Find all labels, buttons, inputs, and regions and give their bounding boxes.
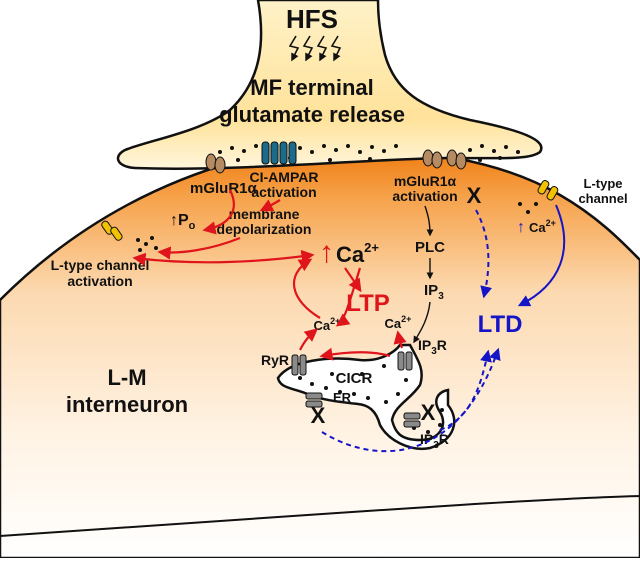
ltype-channel-left-icon	[101, 220, 123, 241]
arrow-ip3r-to-ltd	[439, 349, 492, 431]
ltype-right-label: L-type	[584, 176, 623, 191]
arrow-ip3r-to-er-ca	[393, 330, 407, 349]
arrow-ltype-to-ltd	[517, 204, 566, 307]
svg-text:IP3R: IP3R	[418, 337, 447, 357]
ci-ampar-receptor-icon	[261, 141, 297, 165]
ltp-pathway-arrows	[132, 189, 407, 361]
er-ca-right-sup: 2+	[401, 314, 411, 324]
cell-name-line2-label: interneuron	[66, 392, 188, 417]
ip3r-top-sub: 3	[431, 346, 437, 357]
membrane-label: membrane	[229, 206, 300, 222]
mglur-receptor-left-icon	[205, 153, 226, 174]
interneuron-cell-body	[0, 146, 640, 560]
ltd-label: LTD	[478, 311, 523, 338]
ca-right-label: Ca	[529, 220, 546, 235]
ca-right-up-arrow: ↑	[517, 219, 525, 236]
po-label: P	[178, 212, 189, 229]
ci-ampar-activation-label: activation	[251, 184, 316, 200]
arrow-mglur-to-po	[202, 189, 235, 235]
cicr-label: CICR	[336, 370, 373, 387]
svg-text:↑Ca2+: ↑ Ca2+	[517, 218, 556, 236]
calcium-dots-left	[136, 236, 158, 252]
er-ca-right-label: Ca	[385, 316, 402, 331]
ip3r-block-x-icon: X	[421, 400, 436, 425]
arrow-ryr-to-er-ca	[299, 328, 319, 351]
ip3r-bottom-r: R	[439, 431, 449, 447]
hfs-label: HFS	[286, 4, 338, 34]
svg-text:↑Po: ↑Po	[170, 212, 196, 232]
lower-membrane	[0, 495, 640, 537]
ca-center-label: Ca	[336, 242, 365, 267]
hfs-lightning-icon	[288, 35, 342, 62]
ltype-left-label: L-type channel	[51, 257, 150, 273]
arrow-ltype-ca-bidirectional	[132, 249, 315, 266]
arrow-cicr	[319, 347, 391, 361]
ltype-left-activation-label: activation	[67, 273, 132, 289]
arrow-ampar-to-membrane	[259, 199, 281, 212]
glutamate-release-label: glutamate release	[219, 102, 405, 127]
ip3r-bottom-label: IP	[420, 431, 433, 447]
arrow-ryr-to-ltd	[321, 347, 501, 453]
ip3r-top-label: IP	[418, 337, 431, 353]
ip3r-top-r: R	[437, 337, 447, 353]
mf-terminal	[116, 0, 543, 170]
arrow-er-ca-to-ca	[292, 258, 321, 319]
er-membrane	[276, 343, 456, 451]
ip3r-bottom-receptor-icon	[403, 412, 421, 428]
signaling-arrows	[413, 205, 434, 344]
ip3-sub: 3	[438, 291, 444, 302]
mglur-receptor-right-icon	[422, 149, 467, 170]
mglur-right-label: mGluR1α	[394, 173, 457, 189]
po-sub: o	[189, 220, 196, 232]
ip3-label: IP	[424, 282, 438, 299]
mglur-right-activation-label: activation	[392, 188, 457, 204]
ca-center-sup: 2+	[364, 240, 379, 255]
arrow-mglur-to-ltd	[475, 209, 493, 299]
ltype-right-channel-label: channel	[578, 191, 627, 206]
svg-text:↑Ca2+: ↑Ca2+	[319, 236, 379, 269]
ryr-block-x-icon: X	[311, 403, 326, 428]
ip3r-top-receptor-icon	[397, 351, 413, 371]
ryr-receptor-icon	[291, 354, 307, 376]
mglur-block-x-icon: X	[467, 183, 482, 208]
ltd-pathway-arrows	[321, 204, 566, 453]
ryr-lower-receptor-icon	[305, 392, 323, 408]
depolarization-label: depolarization	[217, 221, 312, 237]
er-calcium-dots	[298, 362, 444, 434]
plc-label: PLC	[415, 239, 445, 256]
ci-ampar-label: CI-AMPAR	[250, 169, 319, 185]
cell-name-label: L-M	[107, 365, 146, 390]
er-ca-left-sup: 2+	[330, 316, 340, 326]
mglur-left-label: mGluR1α	[190, 180, 258, 197]
svg-text:IP3R: IP3R	[420, 431, 449, 451]
arrow-ca-to-ryr	[335, 267, 362, 327]
ip3r-bottom-sub: 3	[433, 440, 439, 451]
arrow-ip3-to-ip3r	[413, 301, 431, 344]
arrow-ca-to-ltp	[344, 267, 362, 293]
svg-text:IP3: IP3	[424, 282, 444, 302]
svg-text:Ca2+: Ca2+	[385, 314, 412, 331]
calcium-dots-right	[518, 202, 538, 214]
ltp-label: LTP	[346, 290, 390, 317]
mf-terminal-label: MF terminal	[250, 75, 373, 100]
ryr-label: RyR	[261, 352, 289, 368]
ltype-channel-right-icon	[537, 180, 559, 201]
po-up-arrow: ↑	[170, 212, 178, 229]
arrow-mglur-to-plc	[424, 205, 434, 237]
ca-right-sup: 2+	[546, 218, 556, 228]
er-label: ER	[333, 390, 352, 405]
ca-up-arrow: ↑	[319, 236, 334, 269]
